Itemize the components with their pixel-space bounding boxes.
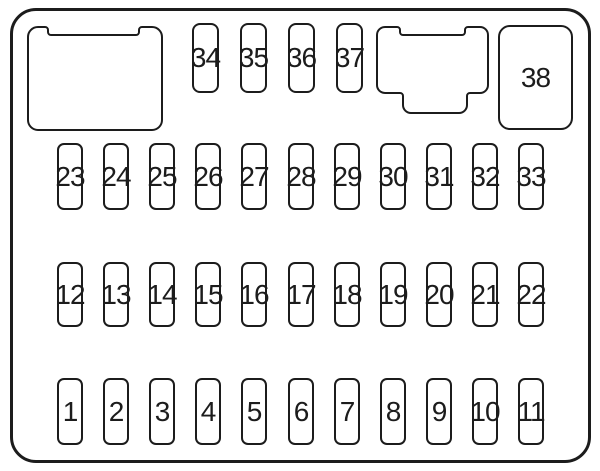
- fuse-2-label: 2: [108, 395, 125, 427]
- fuse-10-label: 10: [470, 395, 500, 427]
- fuse-33: 33: [516, 143, 547, 210]
- fuse-18-label: 18: [332, 278, 362, 310]
- fuse-12-label: 12: [55, 278, 85, 310]
- fuse-row-1-11: 1 2 3 4 5 6 7 8 9 10 11: [0, 378, 600, 445]
- fuse-32: 32: [470, 143, 501, 210]
- fuse-35: 35: [238, 23, 269, 93]
- fuse-25-label: 25: [147, 160, 177, 192]
- fuse-24-label: 24: [101, 160, 131, 192]
- fuse-row-top: 34 35 36 37: [0, 23, 600, 93]
- fuse-33-label: 33: [516, 160, 546, 192]
- fuse-17-label: 17: [286, 278, 316, 310]
- fuse-38: 38: [498, 25, 573, 130]
- fuse-8-label: 8: [385, 395, 402, 427]
- fuse-6-label: 6: [293, 395, 310, 427]
- fuse-3: 3: [149, 378, 175, 445]
- fuse-23: 23: [55, 143, 86, 210]
- fuse-12: 12: [55, 262, 86, 327]
- fuse-18: 18: [332, 262, 363, 327]
- fuse-35-label: 35: [238, 42, 269, 73]
- fuse-19-label: 19: [378, 278, 408, 310]
- fuse-20: 20: [424, 262, 455, 327]
- fuse-9-label: 9: [431, 395, 448, 427]
- connector-block: [376, 26, 489, 114]
- fuse-36: 36: [286, 23, 317, 93]
- fuse-4-label: 4: [200, 395, 217, 427]
- fuse-7: 7: [334, 378, 360, 445]
- fuse-28-label: 28: [286, 160, 316, 192]
- fuse-3-label: 3: [154, 395, 171, 427]
- relay-block: [27, 26, 163, 131]
- fuse-37-label: 37: [334, 42, 365, 73]
- fuse-11-label: 11: [517, 395, 545, 427]
- fuse-19: 19: [378, 262, 409, 327]
- fuse-26: 26: [193, 143, 224, 210]
- fuse-22: 22: [516, 262, 547, 327]
- fuse-8: 8: [380, 378, 406, 445]
- fuse-15-label: 15: [193, 278, 223, 310]
- fuse-26-label: 26: [193, 160, 223, 192]
- fuse-7-label: 7: [339, 395, 356, 427]
- fuse-5-label: 5: [246, 395, 263, 427]
- fuse-row-23-33: 23 24 25 26 27 28 29 30 31 32 33: [0, 143, 600, 210]
- fuse-13-label: 13: [101, 278, 131, 310]
- fuse-30-label: 30: [378, 160, 408, 192]
- fuse-38-label: 38: [520, 61, 551, 93]
- fuse-4: 4: [195, 378, 221, 445]
- fuse-16-label: 16: [239, 278, 269, 310]
- fuse-16: 16: [239, 262, 270, 327]
- fuse-21-label: 21: [470, 278, 500, 310]
- fuse-29-label: 29: [332, 160, 362, 192]
- fuse-5: 5: [241, 378, 267, 445]
- fuse-31-label: 31: [424, 160, 454, 192]
- fuse-row-12-22: 12 13 14 15 16 17 18 19 20 21 22: [0, 262, 600, 327]
- fuse-34: 34: [190, 23, 221, 93]
- fuse-10: 10: [470, 378, 501, 445]
- fuse-22-label: 22: [516, 278, 546, 310]
- fuse-24: 24: [101, 143, 132, 210]
- fuse-17: 17: [286, 262, 317, 327]
- fuse-30: 30: [378, 143, 409, 210]
- fuse-15: 15: [193, 262, 224, 327]
- fuse-37: 37: [334, 23, 365, 93]
- fuse-23-label: 23: [55, 160, 85, 192]
- fuse-14: 14: [147, 262, 178, 327]
- fuse-14-label: 14: [147, 278, 177, 310]
- fuse-13: 13: [101, 262, 132, 327]
- fuse-36-label: 36: [286, 42, 317, 73]
- fuse-29: 29: [332, 143, 363, 210]
- fuse-20-label: 20: [424, 278, 454, 310]
- fuse-28: 28: [286, 143, 317, 210]
- fuse-11: 11: [517, 378, 546, 445]
- fuse-21: 21: [470, 262, 501, 327]
- fuse-9: 9: [426, 378, 452, 445]
- fuse-27: 27: [239, 143, 270, 210]
- fuse-1-label: 1: [62, 395, 79, 427]
- fuse-6: 6: [288, 378, 314, 445]
- fuse-2: 2: [103, 378, 129, 445]
- fuse-32-label: 32: [470, 160, 500, 192]
- fuse-1: 1: [57, 378, 83, 445]
- fuse-25: 25: [147, 143, 178, 210]
- fuse-31: 31: [424, 143, 455, 210]
- fuse-27-label: 27: [239, 160, 269, 192]
- fuse-34-label: 34: [190, 42, 221, 73]
